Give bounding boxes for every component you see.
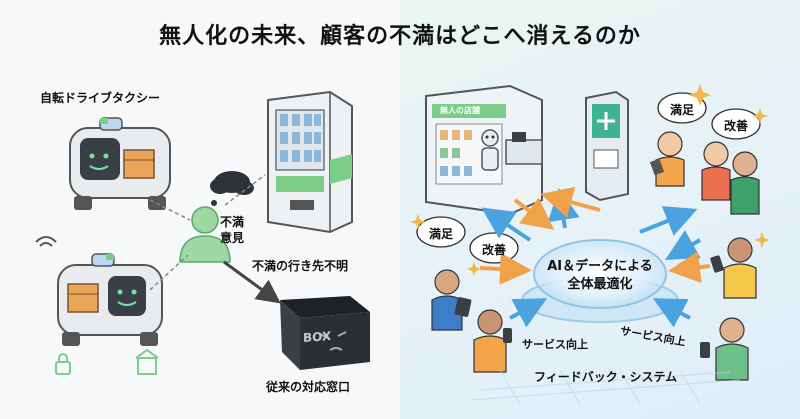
improve-bubble-2: 改善 (482, 243, 507, 257)
feedback-arrows (479, 186, 711, 328)
happy-customers-group (649, 131, 760, 215)
dashed-connector (224, 174, 266, 206)
store-sign: 無人の店舗 (440, 106, 480, 115)
service-up-label-1: サービス向上 (522, 338, 588, 351)
customer-with-phone-right (710, 237, 757, 299)
speech-bubble (416, 92, 761, 264)
customer-person-icon (179, 206, 231, 263)
feedback-system-label: フィードバック・システム (534, 370, 678, 384)
grid-floor (469, 369, 741, 405)
satisfied-bubble-1: 満足 (670, 103, 695, 117)
central-ai-platform (521, 239, 679, 323)
lock-icon (55, 353, 71, 375)
thought-cloud-icon (210, 171, 254, 206)
center-label-line1: AI＆データによる (547, 259, 653, 274)
center-label-line2: 全体最適化 (567, 277, 633, 292)
box-label: 従来の対応窓口 (266, 380, 351, 394)
dashed-connector (149, 254, 189, 291)
customer-bottom-right (700, 317, 749, 381)
store-icon (135, 348, 159, 375)
kiosk-terminal (585, 90, 629, 202)
satisfied-bubble-2: 満足 (429, 227, 454, 241)
arrow-to-box (223, 260, 281, 304)
sparkle-icon (410, 84, 770, 276)
vending-machine (267, 90, 353, 234)
complaint-box (280, 296, 370, 370)
page-title: 無人化の未来、顧客の不満はどこへ消えるのか (159, 24, 641, 49)
complaint-label: 不満 意見 (220, 215, 245, 245)
taxi-label: 自転ドライブタクシー (40, 91, 161, 105)
customer-with-phone (473, 309, 512, 373)
improve-bubble-1: 改善 (724, 119, 749, 133)
robot-taxi-2 (35, 236, 163, 346)
dashed-connector (149, 199, 191, 221)
robot-taxi-1 (69, 117, 171, 210)
customer-with-tablet (431, 269, 472, 331)
box-text: BOX (303, 329, 332, 345)
destination-label: 不満の行き先不明 (252, 259, 349, 273)
